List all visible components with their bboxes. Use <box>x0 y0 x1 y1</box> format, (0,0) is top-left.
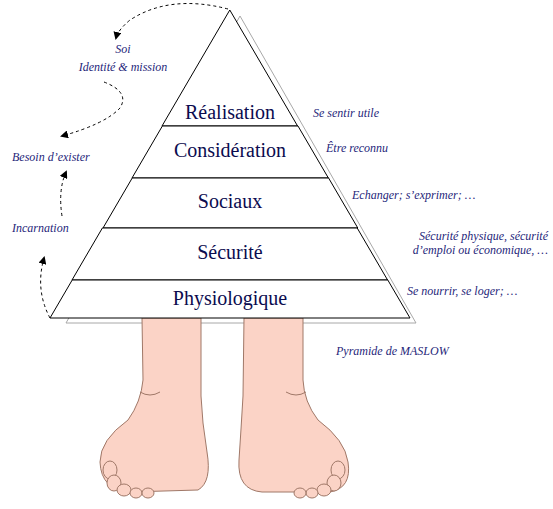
band-title: Considération <box>174 139 286 161</box>
side-note: Identité & mission <box>79 60 168 74</box>
caption: Pyramide de MASLOW <box>336 344 449 358</box>
need-description: Echanger; s’exprimer; … <box>352 188 475 202</box>
consideration-band: Considération <box>132 126 328 178</box>
realisation-band: Réalisation <box>162 10 298 126</box>
need-description: Se sentir utile <box>313 106 379 120</box>
band-title: Sociaux <box>198 190 262 212</box>
side-note: Incarnation <box>12 221 69 235</box>
toes <box>103 461 345 498</box>
side-note: Soi <box>115 42 130 56</box>
feet <box>100 318 349 492</box>
side-note: Besoin d’exister <box>12 150 90 164</box>
band-title: Physiologique <box>173 287 287 309</box>
physiological-band: Physiologique <box>50 280 410 318</box>
band-title: Sécurité <box>197 241 263 263</box>
need-description: Être reconnu <box>326 141 388 155</box>
need-description: Sécurité physique, sécurité d’emploi ou … <box>376 229 548 258</box>
security-band: Sécurité <box>72 228 388 280</box>
need-description: Se nourrir, se loger; … <box>407 284 517 298</box>
band-title: Réalisation <box>185 101 275 123</box>
social-band: Sociaux <box>103 178 358 228</box>
